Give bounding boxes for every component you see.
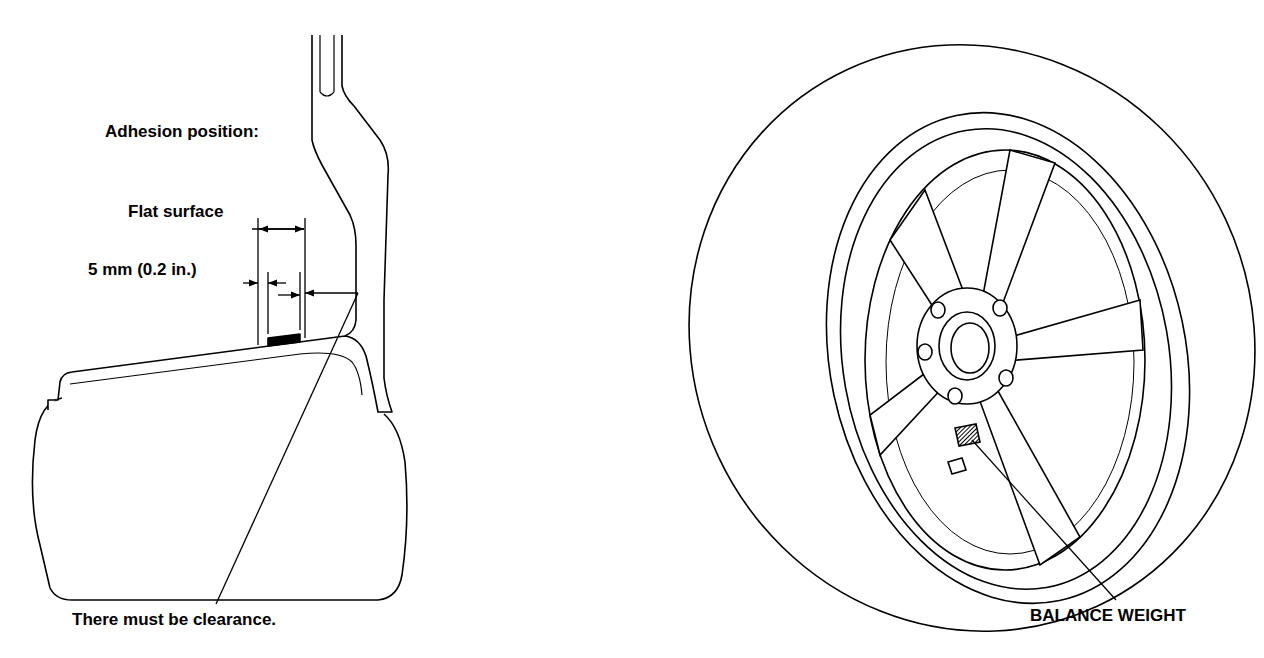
extension-line xyxy=(299,272,300,330)
clearance-arrow xyxy=(305,292,358,293)
extension-line xyxy=(267,272,268,334)
callout-label: Adhesion position: xyxy=(105,122,259,142)
five-mm-arrow xyxy=(243,282,258,283)
extension-line xyxy=(257,218,258,345)
tire-outer xyxy=(593,0,1264,658)
lug-hole xyxy=(931,302,945,318)
disk-detail xyxy=(320,35,334,96)
callout-label: 5 mm (0.2 in.) xyxy=(88,260,197,280)
rim-lip xyxy=(805,102,1207,616)
rim-cross-section xyxy=(32,35,407,600)
callout-label: Flat surface xyxy=(128,202,223,222)
flat-surface-arrow xyxy=(259,228,304,229)
balance-weight xyxy=(955,424,980,446)
hub-disc xyxy=(917,288,1017,404)
extension-line xyxy=(304,218,305,338)
lug-hole xyxy=(999,370,1013,386)
flat-surface-leader xyxy=(252,228,304,229)
valve-stem xyxy=(948,458,966,474)
wheel-face xyxy=(865,150,1145,570)
hub-bore xyxy=(939,312,995,380)
tire-section xyxy=(32,398,407,600)
disk-inner-edge xyxy=(312,35,356,336)
dimension-lines xyxy=(216,218,358,604)
callout-label: BALANCE WEIGHT xyxy=(1030,606,1186,626)
rim-barrel xyxy=(48,35,392,412)
lug-hole xyxy=(993,300,1007,316)
tire-bead xyxy=(782,78,1233,637)
lug-hole xyxy=(918,344,932,360)
wheel-perspective xyxy=(593,0,1264,658)
weight-arrow xyxy=(278,294,300,295)
barrel-underside xyxy=(70,353,362,395)
clearance-leader xyxy=(216,293,358,604)
five-mm-arrow xyxy=(268,282,286,283)
balance-weight-leader xyxy=(972,440,1116,600)
lug-hole xyxy=(948,388,962,404)
callout-label: There must be clearance. xyxy=(72,610,276,630)
balance-weight-section xyxy=(268,334,300,346)
hub-bore-inner xyxy=(951,323,989,373)
